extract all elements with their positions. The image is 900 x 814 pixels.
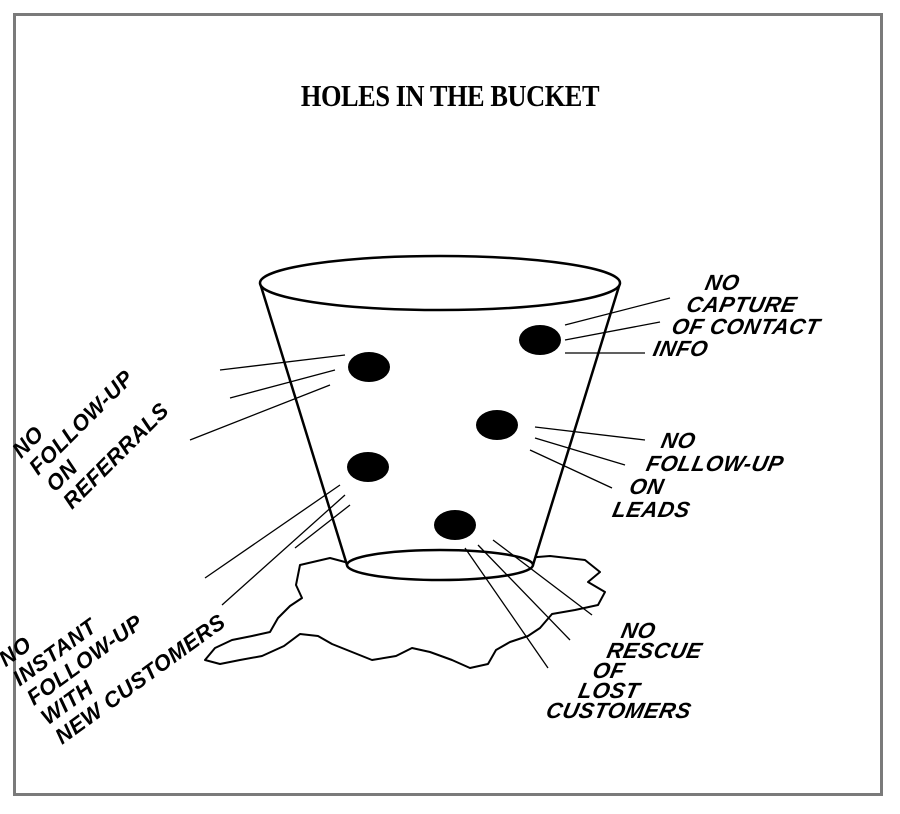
label-contact-line-1: NO — [703, 270, 742, 295]
leak-lines — [189, 297, 671, 669]
label-leads-line-2: FOLLOW-UP — [644, 451, 786, 476]
bucket-bottom — [345, 548, 535, 582]
label-leads-line-3: ON — [627, 474, 667, 499]
label-lost-customers-line-3: OF — [590, 658, 628, 683]
label-lost-customers: NO RESCUE OF LOST CUSTOMERS — [544, 618, 706, 723]
hole-referrals — [348, 352, 390, 382]
hole-new-customers — [347, 452, 389, 482]
label-contact-line-2: CAPTURE — [684, 292, 800, 317]
label-leads-line-1: NO — [659, 428, 698, 453]
label-contact-line-3: OF CONTACT — [670, 314, 825, 339]
label-leads: NO FOLLOW-UP ON LEADS — [610, 428, 786, 522]
label-lost-customers-line-2: RESCUE — [605, 638, 706, 663]
label-referrals: NO FOLLOW-UP ON REFERRALS — [7, 365, 174, 513]
hole-lost-customers — [434, 510, 476, 540]
label-lost-customers-line-1: NO — [619, 618, 658, 643]
diagram-title: HOLES IN THE BUCKET — [300, 78, 600, 113]
label-new-customers: NO INSTANT FOLLOW-UP WITH NEW CUSTOMERS — [0, 609, 230, 749]
hole-contact — [519, 325, 561, 355]
label-contact-line-4: INFO — [651, 336, 711, 361]
puddle — [204, 555, 606, 669]
hole-leads — [476, 410, 518, 440]
label-leads-line-4: LEADS — [610, 497, 692, 522]
label-lost-customers-line-5: CUSTOMERS — [544, 698, 694, 723]
label-lost-customers-line-4: LOST — [576, 678, 644, 703]
bucket-rim — [258, 254, 622, 312]
label-contact-info: NO CAPTURE OF CONTACT INFO — [651, 270, 825, 361]
